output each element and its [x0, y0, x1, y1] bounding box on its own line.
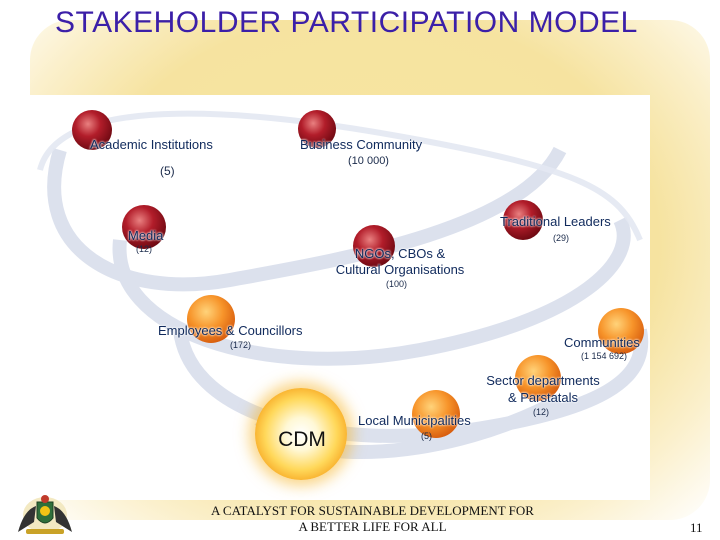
- footer-line2: A BETTER LIFE FOR ALL: [180, 519, 565, 535]
- footer-slogan: A CATALYST FOR SUSTAINABLE DEVELOPMENT F…: [180, 503, 565, 535]
- academic-label: Academic Institutions: [90, 137, 213, 152]
- ngos-count: (100): [386, 279, 407, 289]
- communities-count: (1 154 692): [581, 351, 627, 361]
- employees-count: (172): [230, 340, 251, 350]
- business-label: Business Community: [300, 137, 422, 152]
- sector-label-line2: & Parstatals: [468, 390, 618, 405]
- academic-count: (5): [160, 164, 175, 178]
- local-count: (5): [421, 431, 432, 441]
- sector-count: (12): [533, 407, 549, 417]
- media-count: (12): [136, 244, 152, 254]
- ngos-label-line1: NGOs, CBOs &: [320, 246, 480, 261]
- page-number: 11: [690, 520, 703, 536]
- traditional-label: Traditional Leaders: [500, 214, 611, 229]
- footer-line1: A CATALYST FOR SUSTAINABLE DEVELOPMENT F…: [180, 503, 565, 519]
- media-label: Media: [128, 228, 163, 243]
- cdm-center-label: CDM: [262, 428, 342, 452]
- traditional-count: (29): [553, 233, 569, 243]
- ngos-label-line2: Cultural Organisations: [320, 262, 480, 277]
- sector-label-line1: Sector departments: [468, 373, 618, 388]
- employees-label: Employees & Councillors: [158, 323, 303, 338]
- communities-label: Communities: [564, 335, 640, 350]
- business-count: (10 000): [348, 155, 389, 167]
- local-label: Local Municipalities: [358, 413, 471, 428]
- coat-of-arms-icon: [10, 492, 80, 538]
